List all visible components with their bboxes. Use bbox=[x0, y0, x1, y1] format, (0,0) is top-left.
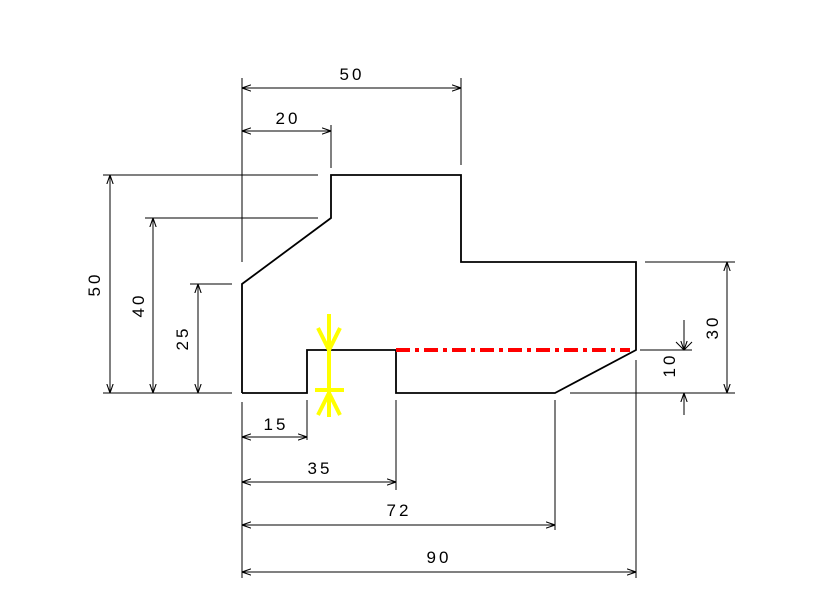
dim-text-left-50: 50 bbox=[85, 272, 104, 297]
dimension-lines bbox=[110, 88, 727, 572]
dim-text-right-30: 30 bbox=[703, 315, 722, 340]
dim-text-left-25: 25 bbox=[173, 326, 192, 351]
dim-text-bottom-15: 15 bbox=[264, 415, 289, 434]
extension-lines bbox=[103, 78, 735, 578]
part-outline bbox=[241, 174, 637, 394]
dim-text-left-40: 40 bbox=[129, 293, 148, 318]
dim-text-bottom-35: 35 bbox=[308, 459, 333, 478]
thickness-marker bbox=[315, 314, 344, 417]
dim-text-top-20: 20 bbox=[276, 109, 301, 128]
dim-text-bottom-90: 90 bbox=[427, 548, 452, 567]
dim-text-bottom-72: 72 bbox=[387, 501, 412, 520]
dim-text-top-50: 50 bbox=[340, 65, 365, 84]
dim-text-right-10: 10 bbox=[660, 353, 679, 378]
